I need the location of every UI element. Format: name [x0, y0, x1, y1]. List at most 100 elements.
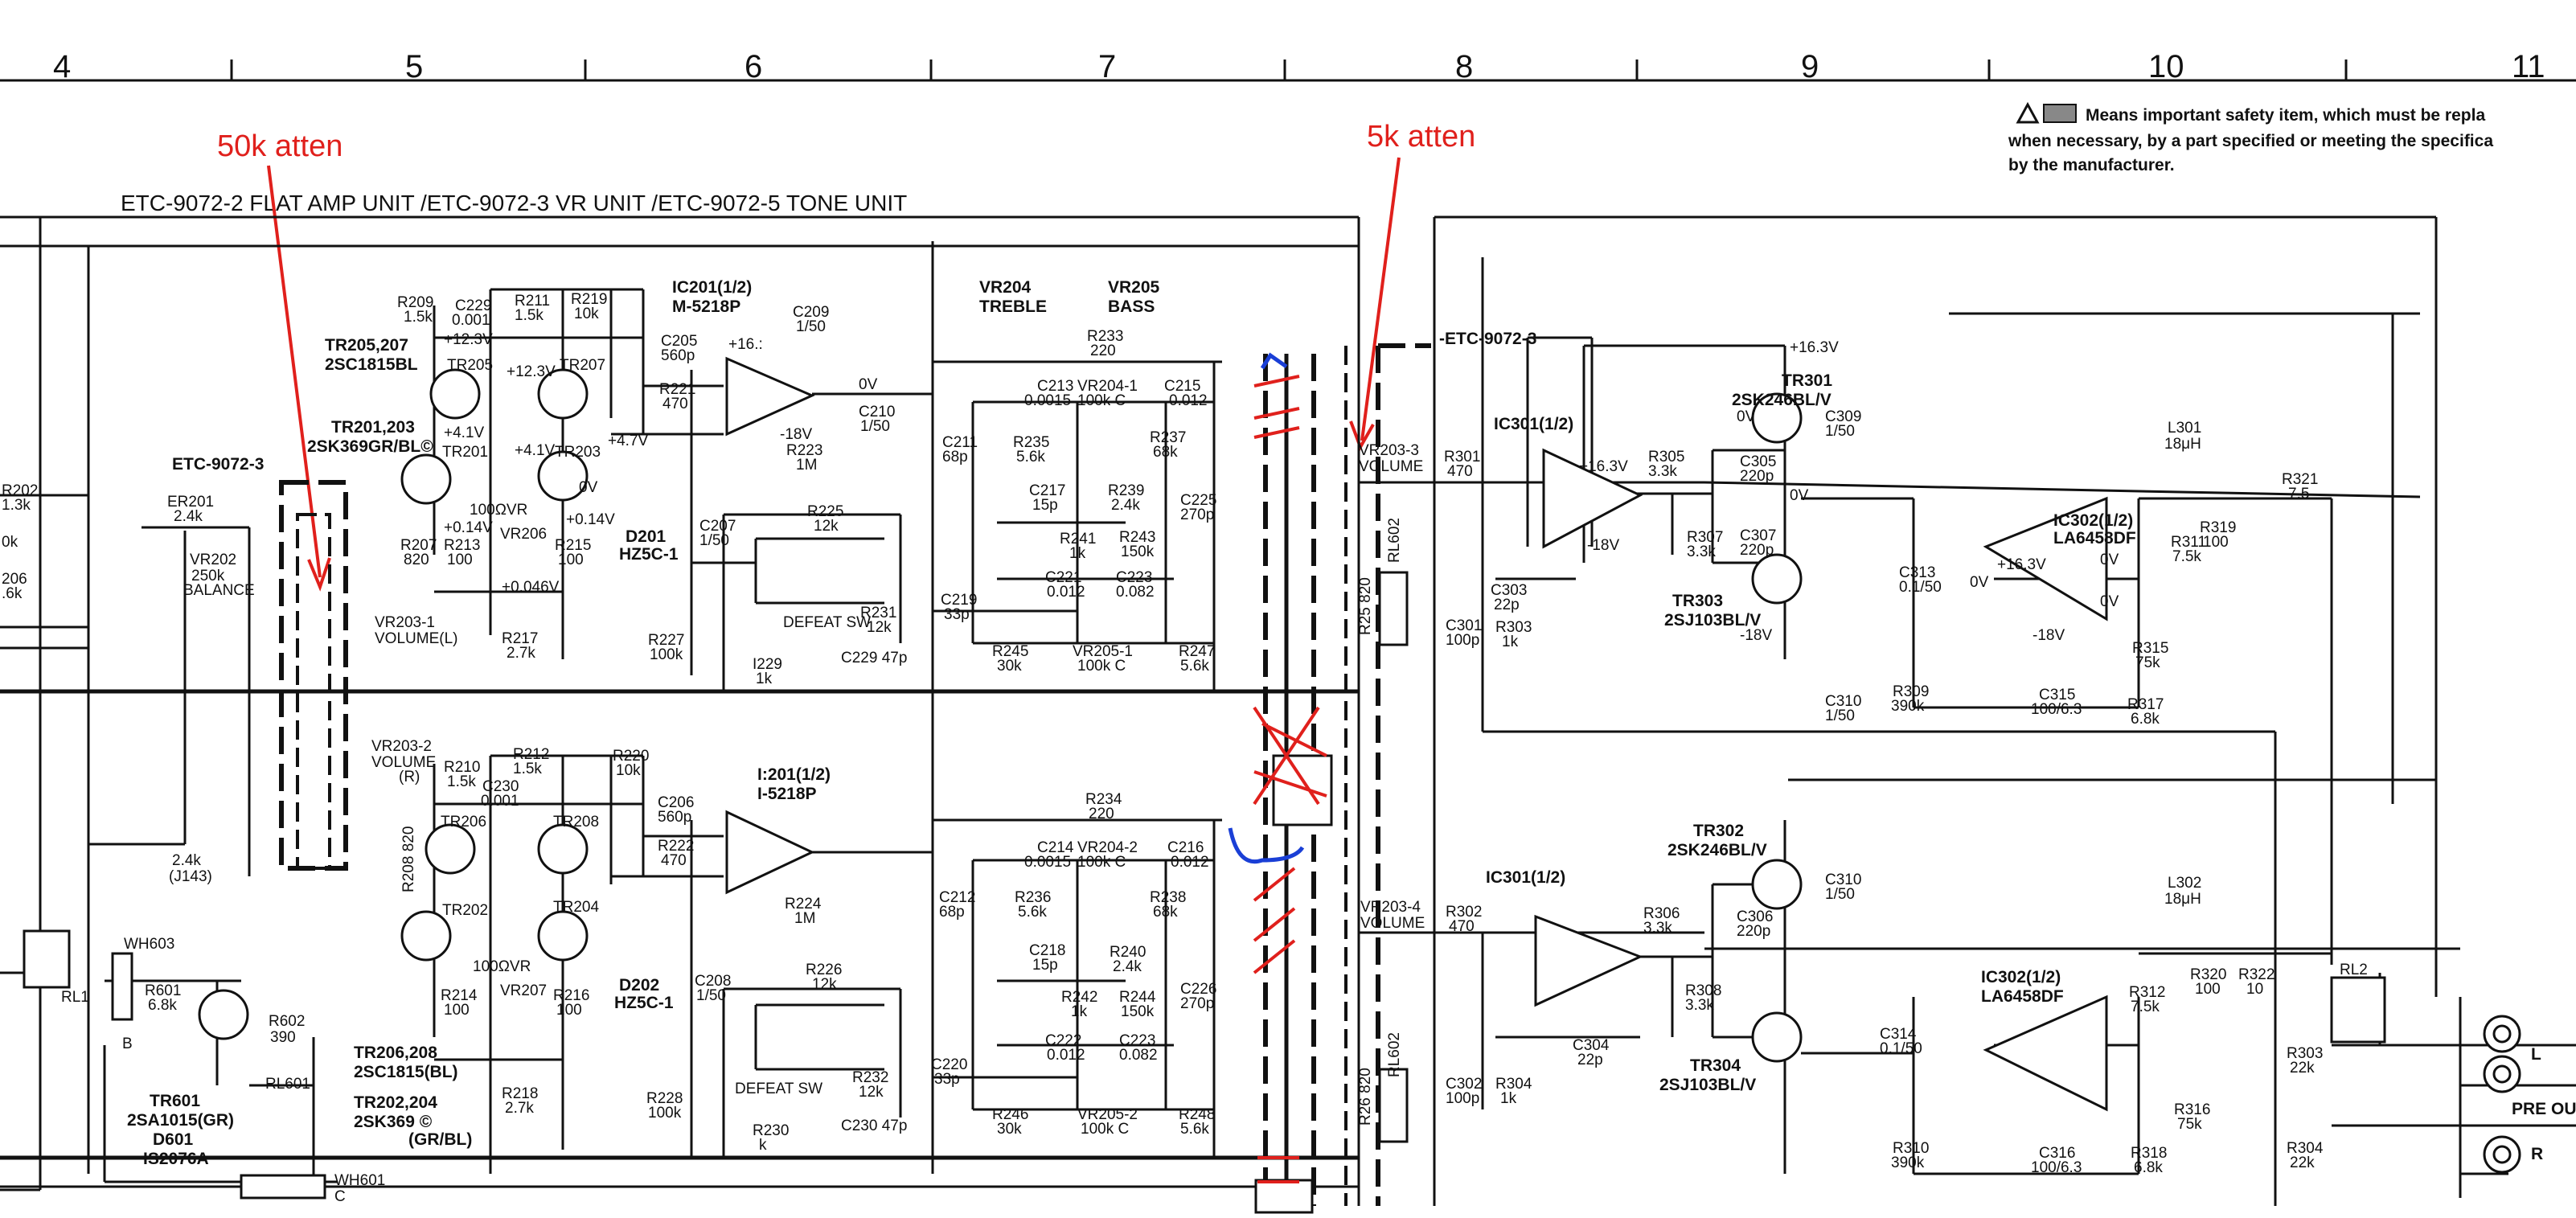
label-d201-type: HZ5C-1: [619, 545, 679, 564]
safety-note-line: by the manufacturer.: [2008, 156, 2175, 174]
label-part: TR207: [560, 357, 605, 374]
label-part: R310: [1893, 1140, 1929, 1157]
ruler-number: 10: [2148, 49, 2184, 84]
label-part: 12k: [812, 976, 837, 993]
label-part: 1/50: [860, 418, 890, 435]
label-part: R247: [1179, 643, 1215, 660]
label-part: 1/50: [699, 532, 729, 549]
label-part: R240: [1110, 944, 1146, 961]
label-part: R321: [2282, 471, 2318, 488]
label-part: 100k C: [1077, 392, 1126, 409]
warning-icon: [2016, 101, 2040, 124]
label-part: R212: [513, 746, 549, 763]
label-voltage: +4.1V: [444, 424, 485, 441]
label-wh603: WH603: [124, 936, 174, 953]
label-part: R311: [2171, 534, 2206, 551]
label-part: 100ΩVR: [473, 958, 531, 975]
label-d601-type: IS2076A: [143, 1150, 209, 1168]
label-part: R218: [502, 1085, 538, 1102]
label-part: C216: [1167, 839, 1204, 856]
label-ic201b-type: I-5218P: [757, 785, 817, 803]
label-part: 1M: [796, 457, 817, 474]
label-part: 68p: [942, 449, 968, 465]
opamp-symbol: [725, 810, 815, 895]
label-part: 100: [558, 552, 584, 568]
label-part: C230 47p: [841, 1118, 907, 1134]
label-ic201b: I:201(1/2): [757, 765, 831, 784]
label-part: 2.4k: [1113, 958, 1142, 975]
label-vr203-3: VR203-3: [1359, 442, 1419, 459]
ruler-number: 8: [1455, 49, 1473, 84]
label-part: R213: [444, 537, 480, 554]
label-part: 1.5k: [404, 309, 433, 326]
label-part: 68k: [1153, 904, 1178, 921]
connector-bottom: [1254, 1179, 1314, 1214]
label-ic302b-type: LA6458DF: [1981, 987, 2064, 1006]
label-part: 1.3k: [2, 497, 31, 514]
transistors: [198, 368, 1803, 1063]
label-part: VR207: [500, 982, 547, 999]
unit-label: -ETC-9072-3: [1439, 330, 1536, 348]
label-part: C207: [699, 518, 736, 535]
label-part: C223: [1119, 1032, 1155, 1049]
label-part: R235: [1013, 434, 1049, 451]
label-tr205-207-type: 2SC1815BL: [325, 355, 418, 374]
label-part: C209: [793, 304, 829, 321]
label-r2-4k: 2.4k: [172, 852, 201, 869]
label-part: R316: [2174, 1101, 2210, 1118]
label-part: R245: [992, 643, 1028, 660]
label-part: C316: [2039, 1145, 2075, 1162]
label-part: 12k: [859, 1084, 884, 1101]
label-d601: D601: [153, 1130, 194, 1149]
label-part: R202: [2, 482, 38, 499]
label-defeat-sw-b: DEFEAT SW: [735, 1081, 822, 1097]
label-part: C307: [1740, 527, 1776, 544]
label-part: 100: [2203, 534, 2229, 551]
label-part: 1k: [1071, 1003, 1088, 1020]
label-part: 30k: [997, 1121, 1022, 1138]
label-vr203-1: VR203-1: [375, 614, 435, 631]
label-part: 820: [404, 552, 429, 568]
annotation-text: 5k atten: [1367, 120, 1475, 154]
label-part: R320: [2190, 966, 2226, 983]
label-part: C309: [1825, 408, 1861, 425]
label-part: C301: [1446, 617, 1482, 634]
label-part: 270p: [1180, 995, 1214, 1012]
label-tr202-204-grade: (GR/BL): [408, 1130, 472, 1149]
wiring: [0, 215, 2576, 1206]
label-part: 0.1/50: [1880, 1040, 1922, 1057]
label-part: 75k: [2177, 1116, 2202, 1133]
transistor-symbol: [537, 368, 589, 420]
relay-rl2: [2330, 976, 2386, 1044]
label-tr301: TR301: [1782, 371, 1832, 390]
transistor-symbol: [1751, 392, 1803, 444]
label-part: R26 820: [1357, 1068, 1374, 1126]
label-part: R308: [1685, 982, 1721, 999]
label-part: C223: [1116, 569, 1152, 586]
label-r602: R602: [269, 1013, 305, 1030]
opamp-symbol: [1534, 914, 1643, 1007]
label-part: R303: [1495, 619, 1532, 636]
label-part: 68p: [939, 904, 965, 921]
label-part: 7.5k: [2131, 999, 2160, 1015]
label-part: 470: [661, 852, 687, 869]
relay-rl601: [1272, 754, 1333, 826]
label-part: 100p: [1446, 632, 1479, 649]
label-part: R230: [753, 1122, 789, 1139]
label-part: 390k: [1891, 1154, 1925, 1171]
label-part: 5.6k: [1018, 904, 1047, 921]
edge-labels: R202 1.3k 0k 206 .6k B C: [2, 482, 346, 1205]
label-tr303: TR303: [1672, 592, 1723, 610]
label-part: 100: [556, 1002, 582, 1019]
label-l302-val: 18μH: [2164, 891, 2201, 908]
label-part: R303: [2287, 1045, 2323, 1062]
label-part: C225: [1180, 492, 1216, 509]
label-part: 12k: [867, 619, 892, 636]
label-part: 100/6.3: [2031, 1159, 2082, 1176]
label-vr203-3-func: VOLUME: [1359, 458, 1423, 475]
label-tr601-type: 2SA1015(GR): [127, 1111, 234, 1130]
label-d202-type: HZ5C-1: [614, 994, 674, 1012]
label-part: 12k: [814, 518, 839, 535]
label-rl2: RL2: [2340, 962, 2368, 978]
